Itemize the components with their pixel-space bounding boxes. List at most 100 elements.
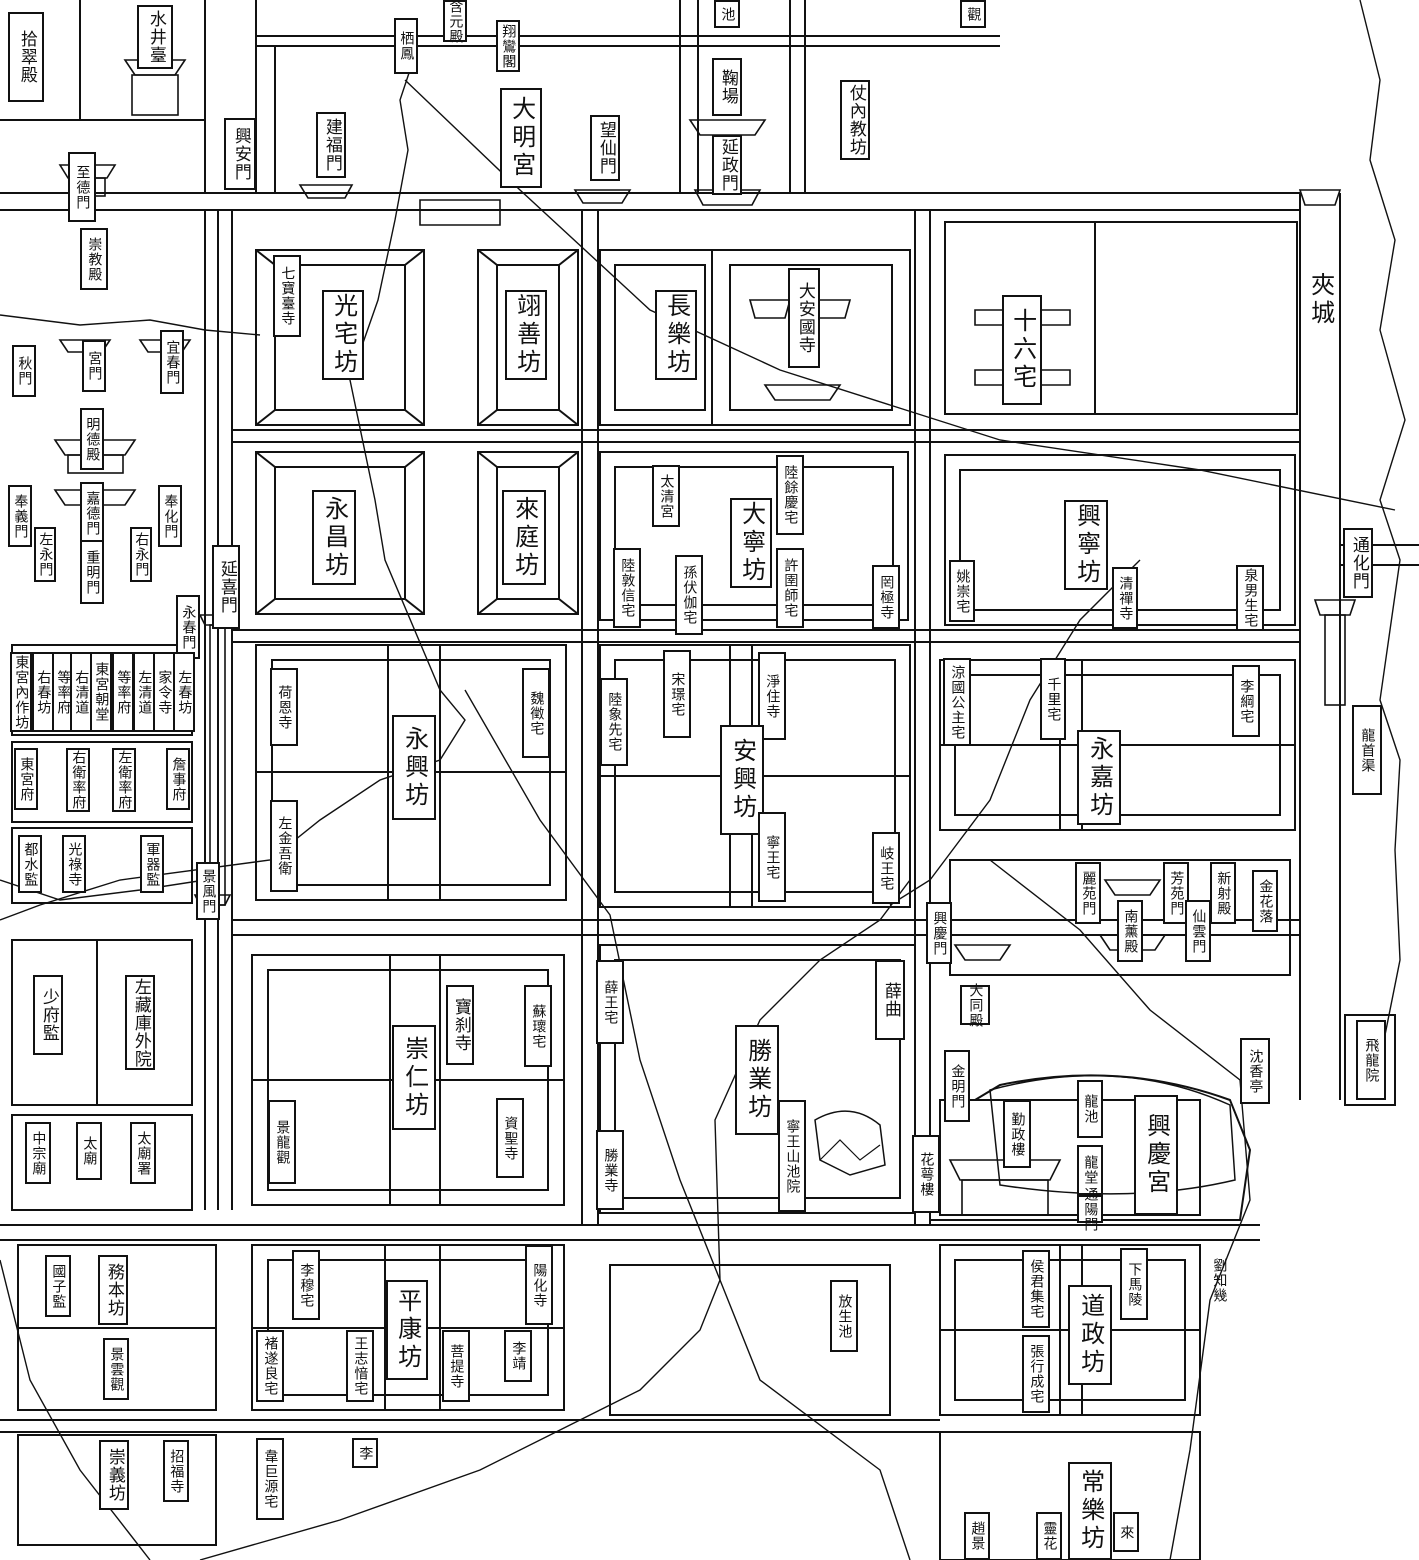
palace-xingqing: 興慶宮: [1134, 1095, 1178, 1215]
gate-wangxian: 望仙門: [590, 115, 620, 181]
gate-yichun: 宜春門: [160, 330, 184, 394]
res-liuzhiji: 劉知幾: [1211, 1257, 1228, 1303]
res-ling: 靈花: [1036, 1512, 1062, 1560]
gate-jianfu: 建福門: [316, 112, 346, 178]
res-sunfujia: 孫伏伽宅: [675, 555, 703, 635]
palace-daming: 大明宮: [500, 88, 542, 188]
temple-heen: 荷恩寺: [270, 668, 298, 746]
office-taimiao: 太廟: [76, 1122, 102, 1180]
label-xiangluan: 翔鸞閣: [496, 20, 520, 72]
gate-lihua: 麗苑門: [1075, 862, 1101, 924]
office-shaofu: 少府監: [33, 975, 63, 1055]
office-zhongzong: 中宗廟: [25, 1122, 51, 1184]
res-li: 李: [352, 1438, 378, 1468]
gate-xianyun: 仙雲門: [1185, 900, 1211, 962]
res-songjing: 宋璟宅: [663, 650, 691, 738]
label-longtang: 龍堂: [1077, 1145, 1103, 1195]
gate-qiu: 秋門: [12, 345, 36, 397]
temple-taiqing: 太清宮: [652, 465, 680, 527]
office-dongfu: 東宮府: [14, 748, 38, 810]
office-zhanshifu: 詹事府: [166, 748, 190, 810]
ward-yongchang: 永昌坊: [312, 490, 356, 585]
pond-fangsheng: 放生池: [830, 1280, 858, 1352]
ward-guangzhai: 光宅坊: [322, 290, 364, 380]
temple-puti: 菩提寺: [442, 1330, 470, 1402]
temple-zhaofu: 招福寺: [163, 1440, 189, 1502]
office-taimiaoshu: 太廟署: [130, 1122, 156, 1184]
ward-changle2: 常樂坊: [1068, 1462, 1112, 1560]
ward-daning: 大寧坊: [730, 498, 772, 588]
office-junqi: 軍器監: [140, 835, 164, 893]
office-zuoqingdao: 左清道: [133, 652, 155, 732]
gate-xingan: 興安門: [224, 118, 256, 190]
office-youqingdao: 右清道: [70, 652, 92, 732]
label-chi: 池: [714, 0, 740, 28]
res-zhao: 趙景: [964, 1512, 990, 1560]
office-dengfu2: 等率府: [112, 652, 134, 732]
tower-qinzheng: 勤政樓: [1003, 1100, 1031, 1168]
gate-fangyuan: 芳苑門: [1163, 862, 1189, 924]
gate-xingqing: 興慶門: [926, 902, 952, 964]
res-liangguo: 涼國公主宅: [943, 658, 971, 746]
res-weijuyuan: 韋巨源宅: [256, 1438, 284, 1520]
res-weizheng: 魏徵宅: [522, 668, 550, 758]
label-hanyuan: 含元殿: [443, 0, 467, 44]
hall-jinhualuo: 金花落: [1252, 870, 1278, 932]
res-chusuiliang: 褚遂良宅: [256, 1330, 284, 1402]
res-yaochong: 姚崇宅: [949, 560, 975, 622]
label-shicui: 拾翠殿: [8, 12, 44, 102]
label-jiacheng: 夾城: [1306, 272, 1335, 328]
hall-feilong: 飛龍院: [1356, 1020, 1386, 1100]
ward-yishan: 翊善坊: [505, 290, 547, 380]
gate-tonghua: 通化門: [1343, 528, 1373, 598]
gate-yanzheng: 延政門: [712, 135, 742, 195]
gate-zhude: 至德門: [68, 152, 96, 222]
gate-jingfeng: 景風門: [196, 862, 220, 920]
temple-qibaotai: 七寶臺寺: [273, 255, 301, 337]
res-lai: 來: [1113, 1512, 1139, 1552]
res-suhuai: 蘇瓌宅: [524, 985, 552, 1067]
temple-yanghua: 陽化寺: [525, 1245, 553, 1325]
gate-zuoyong: 左永門: [34, 527, 56, 582]
tower-huae: 花萼樓: [912, 1135, 940, 1213]
res-quannansheng: 泉男生宅: [1236, 565, 1264, 631]
office-dushui: 都水監: [18, 835, 42, 893]
label-mingde: 明德殿: [80, 408, 104, 470]
temple-daanguo: 大安國寺: [788, 268, 820, 368]
office-zuozang: 左藏庫外院: [125, 975, 155, 1070]
gate-fenghua: 奉化門: [158, 485, 182, 547]
res-xuewang: 薛王宅: [596, 960, 624, 1044]
res-xuyushi: 許圉師宅: [776, 548, 804, 628]
pavilion-chenxiang: 沈香亭: [1240, 1038, 1270, 1104]
office-dengfu: 等率府: [52, 652, 74, 732]
ward-yongjia: 永嘉坊: [1077, 730, 1121, 825]
temple-baocha: 寶刹寺: [446, 985, 474, 1065]
label-chongjiao: 崇教殿: [80, 228, 108, 290]
res-zhangxingcheng: 張行成宅: [1022, 1335, 1050, 1413]
office-donggongnei: 東宮內作坊: [10, 652, 32, 732]
res-qiwang: 岐王宅: [872, 832, 900, 904]
ward-pingkang: 平康坊: [386, 1280, 428, 1380]
label-jiuchang: 鞠場: [712, 58, 742, 116]
hall-nanxun: 南薰殿: [1117, 900, 1143, 962]
ward-chongyi: 崇義坊: [99, 1440, 129, 1510]
office-youchunfang: 右春坊: [32, 652, 54, 732]
res-ningwang: 寧王宅: [758, 812, 786, 902]
office-zuowei: 左衛率府: [112, 748, 136, 812]
gate-chongming: 重明門: [80, 540, 104, 604]
temple-wangji: 罔極寺: [872, 565, 900, 629]
res-lijing: 李靖: [504, 1330, 532, 1382]
res-houjunji: 侯君集宅: [1022, 1250, 1050, 1328]
label-zhangnei: 仗內教坊: [840, 80, 870, 160]
temple-xuequ: 薛曲: [875, 960, 905, 1040]
office-donggong: 東宮朝堂: [90, 652, 112, 732]
office-guanglu: 光祿寺: [62, 835, 86, 893]
res-luyuqing: 陸餘慶宅: [776, 455, 804, 535]
office-youwei: 右衛率府: [66, 748, 90, 812]
office-guozi: 國子監: [45, 1255, 71, 1317]
ward-xingning: 興寧坊: [1064, 500, 1108, 590]
gate-jinming: 金明門: [944, 1050, 970, 1122]
office-zuojinwu: 左金吾衛: [270, 800, 298, 892]
gate-yongchun: 永春門: [176, 595, 200, 659]
